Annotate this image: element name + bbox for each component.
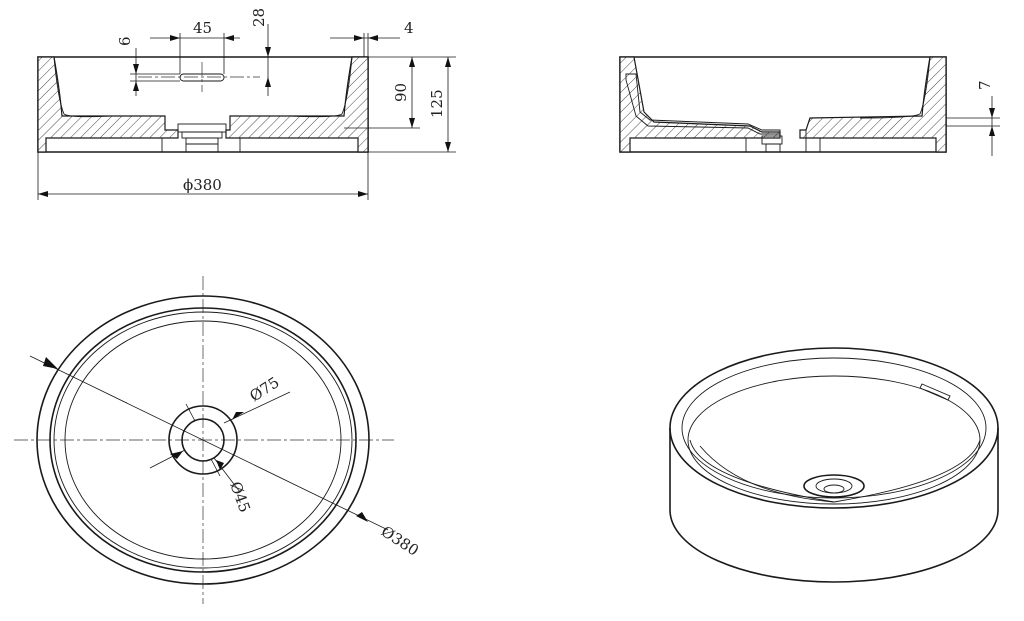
dim-28-label: 28 [250,8,268,27]
iso-outer-rim [669,347,999,509]
dim-45-label: 45 [193,19,212,37]
overflow-channel [625,73,781,135]
drain-fitting [177,123,227,153]
plan-drain-inner [181,418,225,462]
plan-view: Ø380 Ø75 Ø45 [14,276,422,604]
iso-drain-outer [803,474,865,498]
front-section-view: 45 6 28 4 90 125 [37,8,456,200]
dim-90-label: 90 [392,83,410,102]
isometric-view [669,347,999,583]
dim-phi380-label: ϕ380 [183,176,222,194]
dim-4-label: 4 [404,19,414,37]
dim-125-label: 125 [428,89,446,118]
dim-6-label: 6 [116,36,134,46]
dim-7-label: 7 [976,80,994,90]
side-left-wall-section [619,56,781,153]
plan-dim-380-label: Ø380 [378,522,422,559]
iso-overflow-slot [919,383,951,401]
left-wall-section [37,56,179,153]
right-wall-section [225,56,369,153]
side-section-view: 7 [619,56,1000,156]
plan-dim-75-label: Ø75 [246,373,282,405]
plan-dim-45-label: Ø45 [226,479,254,515]
side-right-wall-section [799,56,947,153]
plan-outer-rim [36,295,370,585]
plan-drain-outer [168,405,238,475]
